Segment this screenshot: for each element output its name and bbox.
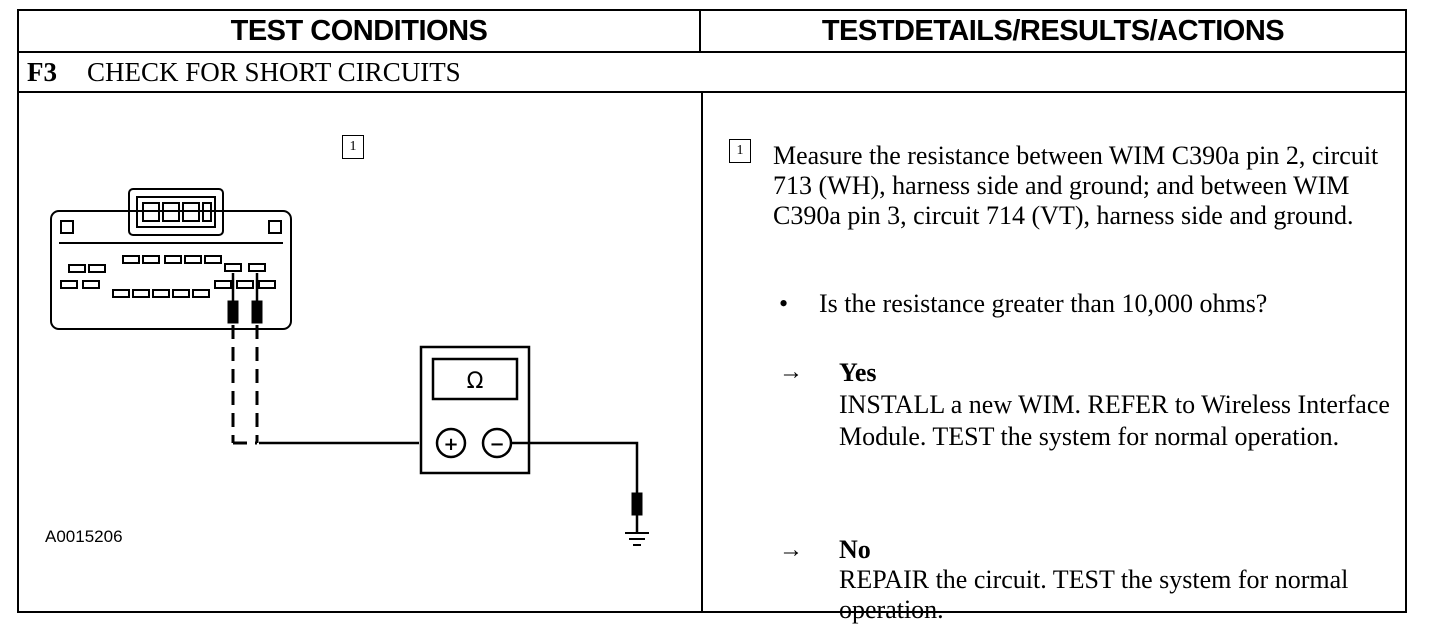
diagram-step-marker: 1 [342,135,364,159]
column-divider [701,93,703,613]
ground-symbol-icon [625,532,649,546]
figure-code: A0015206 [45,527,123,546]
test-details-header: TESTDETAILS/RESULTS/ACTIONS [701,11,1405,53]
connector-c390a [50,188,292,330]
no-label: No [839,535,871,564]
ohm-symbol: Ω [467,369,484,394]
yes-label: Yes [839,358,877,387]
ohmmeter [419,345,531,475]
step-id: F3 [27,56,57,87]
minus-terminal: − [489,434,504,455]
no-action: → No REPAIR the circuit. TEST the system… [779,535,1399,625]
probe-pin-2 [227,273,239,324]
details-step-marker: 1 [729,139,751,163]
yes-text: INSTALL a new WIM. REFER to Wireless Int… [839,390,1390,451]
bullet-icon: • [779,289,789,318]
step-title: CHECK FOR SHORT CIRCUITS [87,56,461,87]
plus-terminal: + [443,434,458,455]
yes-action: → Yes INSTALL a new WIM. REFER to Wirele… [779,357,1399,453]
instruction-text: Measure the resistance between WIM C390a… [773,141,1379,230]
test-diagram: Ω + − 1 A0015206 [19,93,701,613]
wiring-diagram: Ω + − [50,188,649,546]
probe-leads [231,325,259,445]
test-details: 1 Measure the resistance between WIM C39… [703,93,1405,624]
probe-pin-3 [251,273,263,324]
question-row: • Is the resistance greater than 10,000 … [779,289,1267,319]
no-text: REPAIR the circuit. TEST the system for … [839,565,1349,624]
test-conditions-header: TEST CONDITIONS [19,11,701,53]
step-title-row: F3 CHECK FOR SHORT CIRCUITS [19,53,1405,93]
arrow-right-icon: → [779,359,803,385]
test-table: TEST CONDITIONS TESTDETAILS/RESULTS/ACTI… [17,9,1407,624]
arrow-right-icon: → [779,537,803,563]
ground-lead [511,441,643,533]
question-text: Is the resistance greater than 10,000 oh… [819,289,1268,318]
